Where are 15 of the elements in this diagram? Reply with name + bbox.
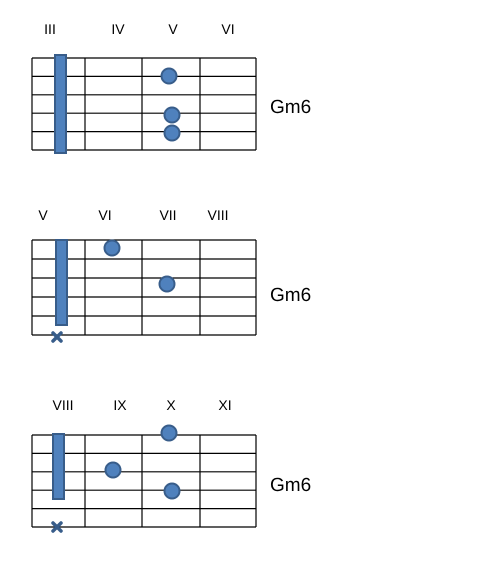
chord-name: Gm6 — [270, 286, 312, 305]
chord-name: Gm6 — [270, 98, 312, 117]
fret-number: VIII — [52, 398, 74, 412]
fret-number: IX — [113, 398, 127, 412]
fret-number: VI — [221, 22, 235, 36]
fret-number: VIII — [208, 208, 228, 222]
fret-number: XI — [218, 398, 232, 412]
fret-number: X — [166, 398, 176, 412]
fret-number: VI — [98, 208, 112, 222]
chord-name: Gm6 — [270, 476, 312, 495]
fret-number: VII — [159, 208, 177, 222]
fret-number: IV — [111, 22, 125, 36]
fret-number: V — [38, 208, 48, 222]
fret-number: V — [168, 22, 178, 36]
fret-number: III — [44, 22, 56, 36]
